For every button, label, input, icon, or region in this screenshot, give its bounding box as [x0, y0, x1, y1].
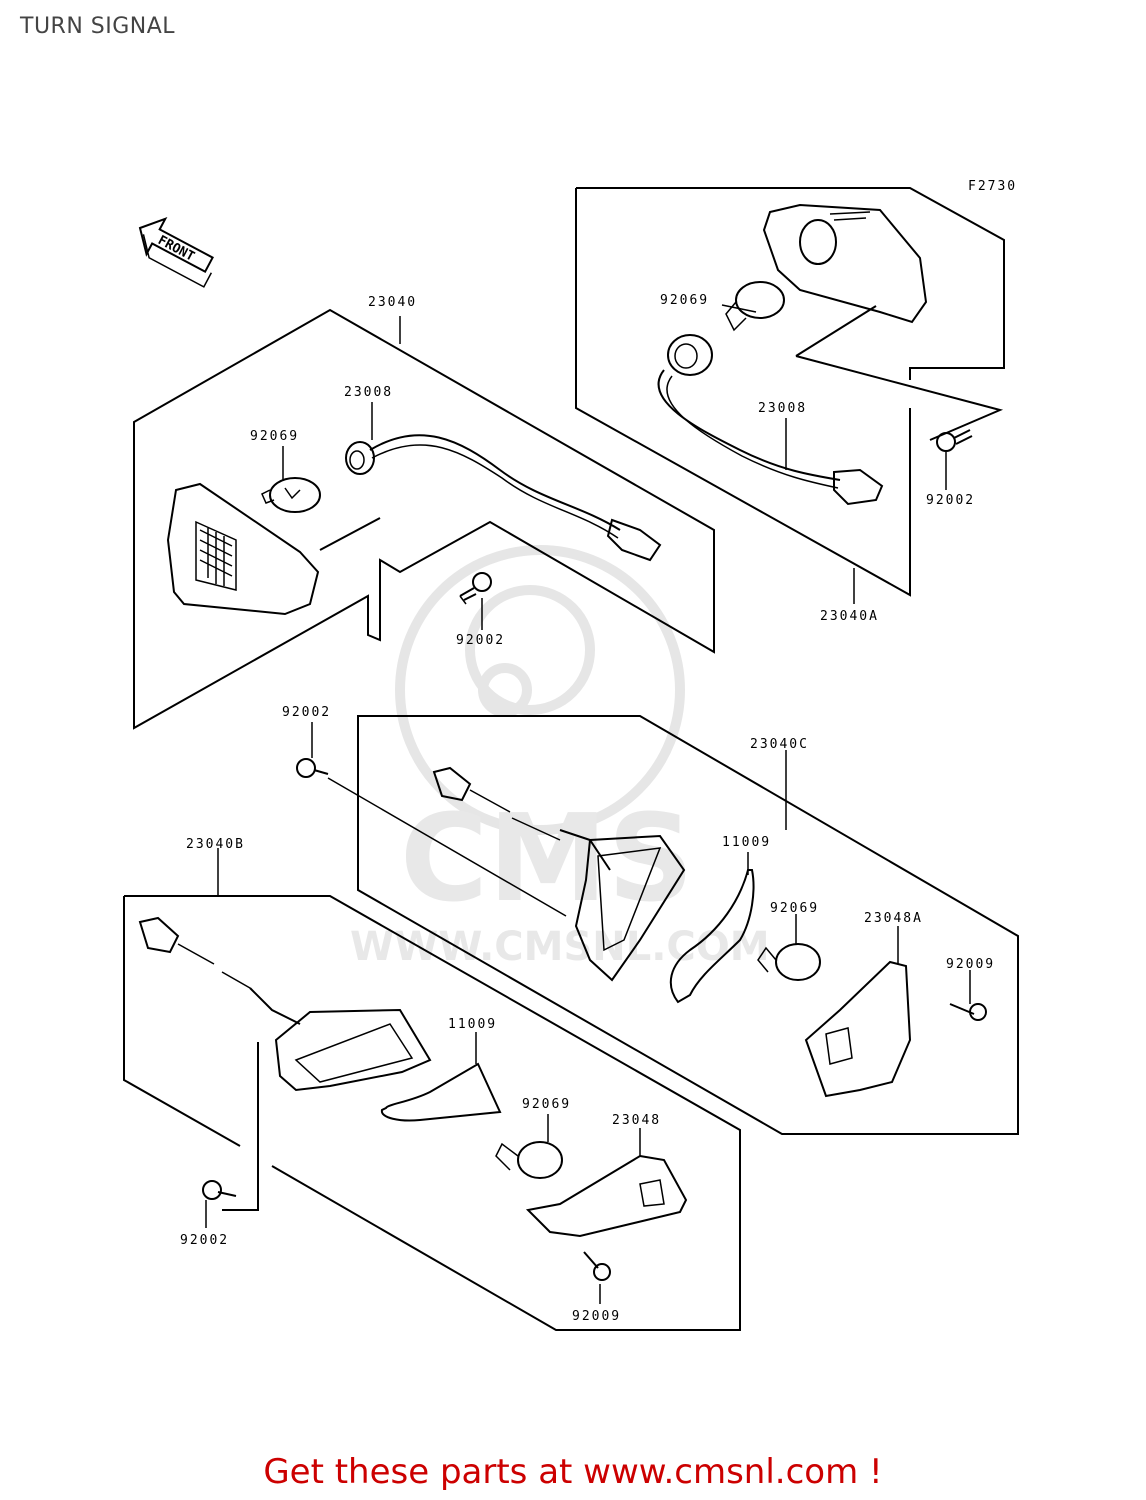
watermark-url: WWW.CMSNL.COM [350, 924, 770, 970]
turn-signal-lens-shape [762, 203, 928, 324]
screw-92002-icon [936, 429, 973, 452]
screw-92002-icon [202, 1180, 237, 1200]
turn-signal-housing-shape [574, 834, 686, 982]
footer-link[interactable]: Get these parts at www.cmsnl.com ! [263, 1452, 883, 1492]
socket-23008-icon [657, 334, 884, 506]
callout-11009: 11009 [448, 1017, 497, 1032]
callout-92002: 92002 [282, 705, 331, 720]
bulb-92069-icon [725, 281, 785, 332]
bulb-92069-icon [495, 1141, 563, 1179]
screw-92002-icon [296, 758, 567, 917]
callout-92002: 92002 [180, 1233, 229, 1248]
screw-92009-icon [583, 1251, 611, 1281]
callout-92069: 92069 [522, 1097, 571, 1112]
callout-92002: 92002 [456, 633, 505, 648]
callout-23040b: 23040B [186, 837, 245, 852]
callout-92069: 92069 [770, 901, 819, 916]
callout-23048: 23048 [612, 1113, 661, 1128]
group-23040: 23040 23008 92069 92002 [133, 295, 715, 730]
callout-23040c: 23040C [750, 737, 809, 752]
callout-23048a: 23048A [864, 911, 923, 926]
callout-92069: 92069 [660, 293, 709, 308]
front-arrow-icon: FRONT [138, 216, 214, 288]
bulb-92069-icon [261, 477, 321, 513]
callout-92069: 92069 [250, 429, 299, 444]
callout-11009: 11009 [722, 835, 771, 850]
lens-23048a-shape [804, 960, 912, 1098]
watermark-cms: CMS [400, 790, 694, 929]
callout-92009: 92009 [572, 1309, 621, 1324]
callout-23040a: 23040A [820, 609, 879, 624]
turn-signal-lens-shape [166, 482, 320, 616]
watermark: CMS WWW.CMSNL.COM [350, 545, 770, 970]
lens-23048-shape [525, 1154, 688, 1238]
callout-92009: 92009 [946, 957, 995, 972]
callout-23040: 23040 [368, 295, 417, 310]
group-23040a: 92069 23008 92002 23040A [575, 187, 1005, 624]
figure-code: F2730 [968, 179, 1017, 194]
gasket-11009-icon [380, 1062, 502, 1122]
group-23040c: 92002 23040C 11009 92069 23048A 92009 [282, 705, 1019, 1135]
screw-92009-icon [949, 1003, 987, 1021]
turn-signal-housing-shape [274, 1008, 432, 1092]
connector-icon [138, 916, 301, 1025]
gasket-11009-icon [669, 869, 755, 1004]
socket-23008-icon [345, 434, 662, 562]
bulb-92069-icon [757, 943, 821, 981]
page-title: TURN SIGNAL [20, 14, 176, 39]
callout-23008: 23008 [344, 385, 393, 400]
group-23040b: 23040B 11009 92069 23048 92002 92009 [123, 837, 741, 1331]
callout-23008: 23008 [758, 401, 807, 416]
callout-92002: 92002 [926, 493, 975, 508]
screw-92002-icon [459, 572, 492, 605]
